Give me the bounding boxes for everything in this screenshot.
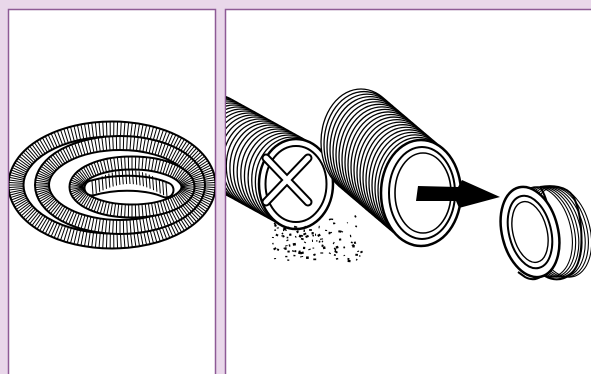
- coiled-hose-icon: [9, 122, 216, 249]
- hose-end-panel: [179, 10, 591, 374]
- hose-coil-panel: [9, 10, 216, 374]
